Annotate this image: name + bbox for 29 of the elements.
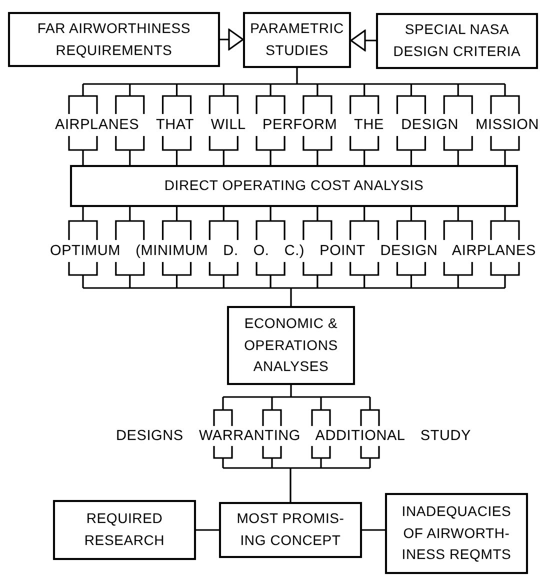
box-label: SPECIAL NASA DESIGN CRITERIA: [392, 20, 522, 61]
box-label: PARAMETRIC STUDIES: [250, 19, 344, 60]
bracket-connector: [68, 67, 520, 115]
process-box: [219, 502, 362, 558]
box-label: REQUIRED RESEARCH: [83, 509, 166, 550]
connector-line: [196, 529, 219, 531]
process-box: [53, 500, 196, 560]
bracket-connector: [68, 206, 520, 241]
bracket-connector: [213, 445, 380, 503]
box-label: DIRECT OPERATING COST ANALYSIS: [164, 176, 424, 196]
process-box: [8, 12, 220, 67]
arrow: [350, 30, 376, 52]
process-box: [243, 12, 351, 68]
bracket-connector: [68, 135, 520, 166]
stage-label: OPTIMUM (MINIMUM D. O. C.) POINT DESIGN AIRPLANES: [50, 242, 536, 260]
stage-label: AIRPLANES THAT WILL PERFORM THE DESIGN MISSION: [55, 116, 539, 134]
connector-line: [362, 529, 385, 531]
process-box: [227, 306, 355, 385]
process-box: [385, 493, 528, 574]
stage-label: DESIGNS WARRANTING ADDITIONAL STUDY: [116, 426, 471, 446]
box-label: INADEQUACIES OF AIRWORTH- INESS REQMTS: [400, 502, 512, 564]
bracket-connector: [213, 384, 380, 427]
box-label: FAR AIRWORTHINESS REQUIREMENTS: [36, 18, 192, 60]
box-label: MOST PROMIS- ING CONCEPT: [236, 509, 346, 550]
process-box: [376, 13, 538, 69]
bracket-connector: [68, 261, 520, 307]
box-label: ECONOMIC & OPERATIONS ANALYSES: [243, 314, 339, 376]
arrow: [220, 28, 244, 50]
process-box: [70, 165, 518, 207]
